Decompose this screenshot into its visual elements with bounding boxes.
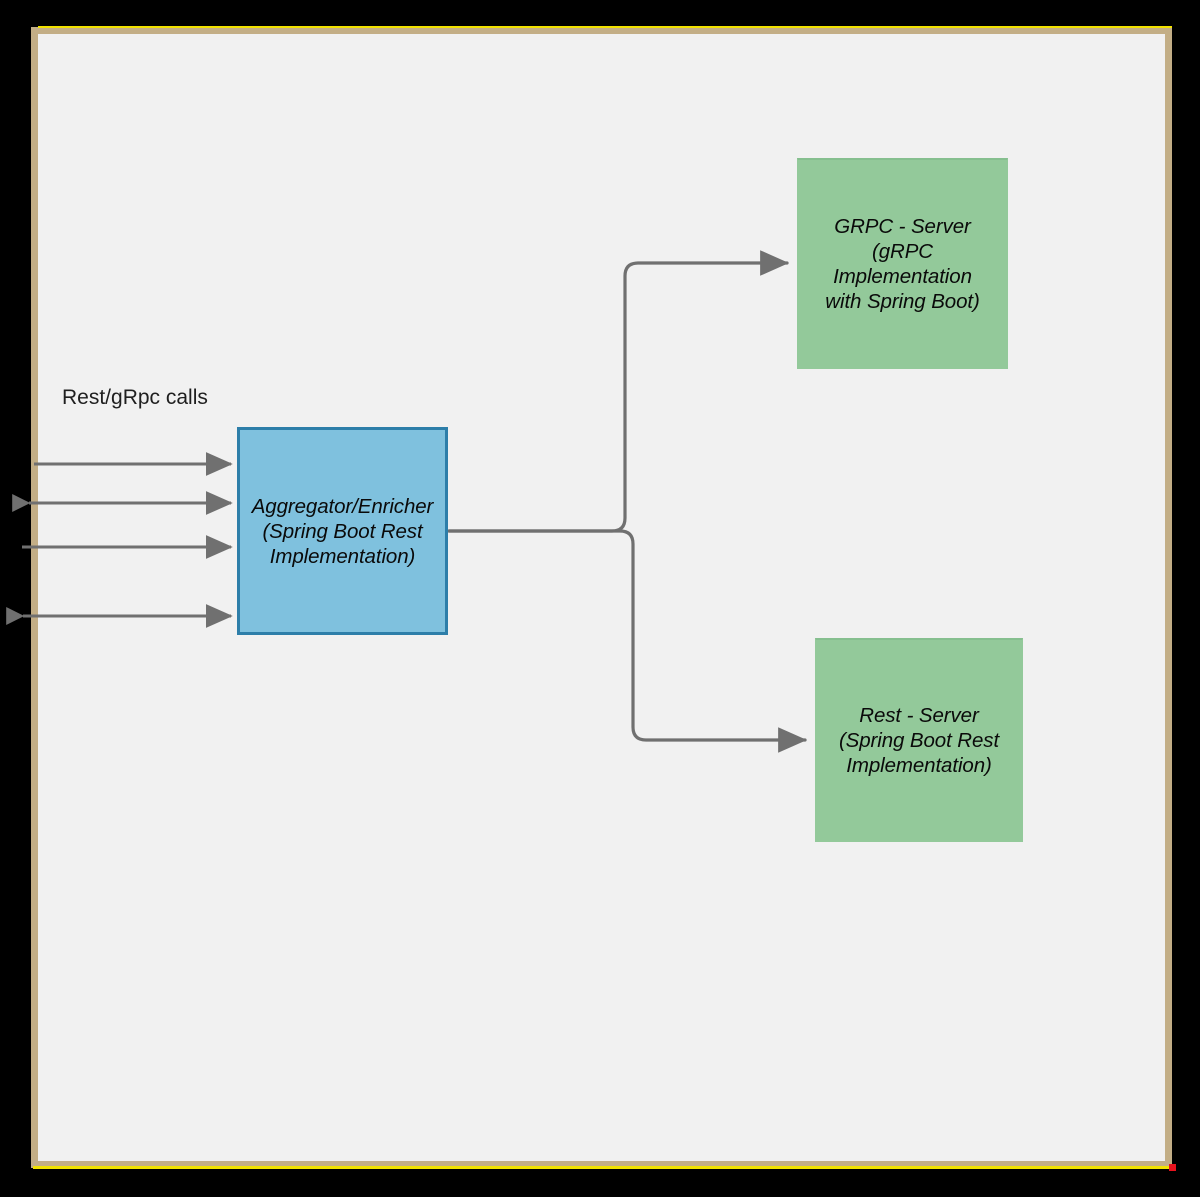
- node-aggregator-label: Aggregator/Enricher (Spring Boot Rest Im…: [251, 494, 434, 568]
- node-aggregator[interactable]: Aggregator/Enricher (Spring Boot Rest Im…: [237, 427, 448, 635]
- guide-line-bottom: [33, 1166, 1170, 1169]
- caption-rest-grpc-calls: Rest/gRpc calls: [62, 386, 208, 409]
- node-grpc-server[interactable]: GRPC - Server (gRPC Implementation with …: [797, 158, 1008, 369]
- node-grpc-server-label: GRPC - Server (gRPC Implementation with …: [825, 215, 980, 313]
- guide-line-top: [38, 26, 1172, 28]
- node-rest-server[interactable]: Rest - Server (Spring Boot Rest Implemen…: [815, 638, 1023, 842]
- resize-handle-bottom-right[interactable]: [1169, 1164, 1176, 1171]
- node-rest-server-label: Rest - Server (Spring Boot Rest Implemen…: [838, 704, 1000, 777]
